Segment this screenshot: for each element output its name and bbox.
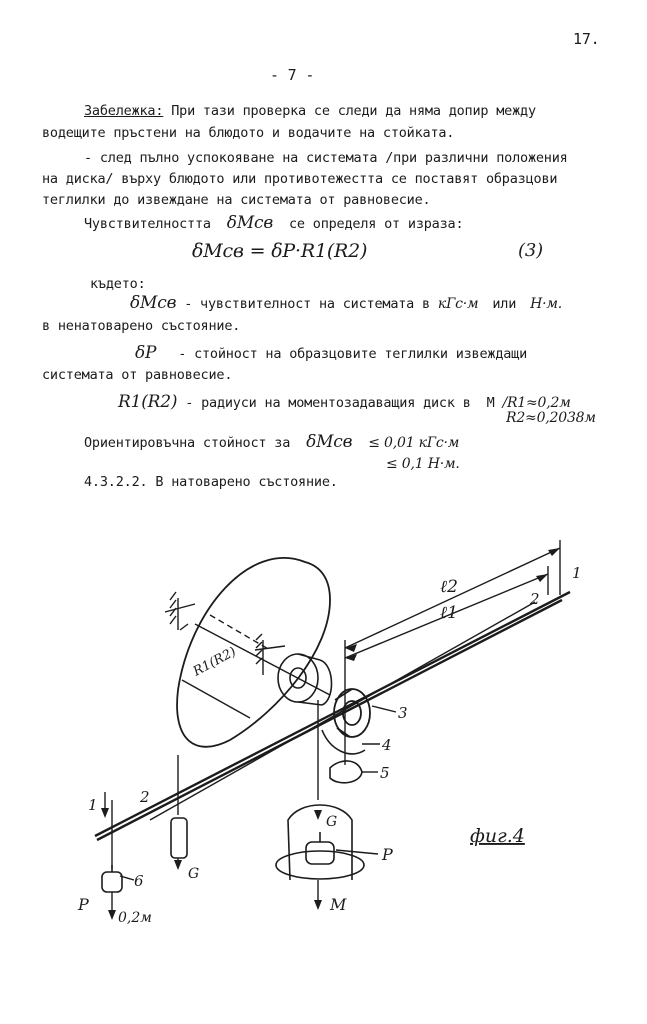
definition-3-symbol: R1(R2) — [118, 392, 178, 412]
label-4: 4 — [381, 736, 392, 754]
definition-2: δP - стойност на образцовите теглилки из… — [135, 343, 527, 363]
label-02m: 0,2м — [118, 910, 152, 926]
weight-g-left — [170, 817, 188, 859]
label-l2: ℓ2 — [440, 577, 458, 597]
definition-2-text: - стойност на образцовите теглилки извеж… — [178, 346, 528, 362]
definition-1-unit-1: кГс·м — [437, 296, 479, 312]
sensitivity-symbol: δMсв — [226, 213, 274, 233]
label-3: 3 — [398, 704, 408, 722]
paragraph-1-line-1: - след пълно успокояване на системата /п… — [84, 150, 568, 166]
paragraph-1-line-2: на диска/ върху блюдото или противотежес… — [42, 171, 558, 187]
disk-diameter-dashed — [209, 614, 271, 651]
label-p-right: P — [381, 845, 393, 864]
label-g-center: G — [326, 814, 337, 830]
dim-l1 — [344, 573, 549, 659]
figure-caption: фиг.4 — [470, 825, 525, 847]
paragraph-1-line-3: теглилки до извеждане на системата от ра… — [42, 192, 431, 208]
weight-pan — [275, 804, 365, 881]
label-radius: R1(R2) — [190, 645, 239, 680]
formula: δMсв = δP·R1(R2) — [192, 240, 368, 262]
part-5 — [329, 760, 363, 784]
label-p-left: P — [77, 895, 89, 914]
definition-1: δMсв - чувствителност на системата в кГс… — [130, 293, 562, 313]
page-number: 17. — [573, 30, 600, 48]
orientation-symbol: δMсв — [306, 432, 353, 452]
note-text-1: При тази проверка се следи да няма допир… — [171, 103, 536, 119]
definition-1-line-2: в ненатоварено състояние. — [42, 318, 241, 334]
sensitivity-text-2: се определя от израза: — [288, 216, 464, 232]
orientation-value-1: ≤ 0,01 кГс·м — [368, 435, 460, 451]
label-2-top: 2 — [529, 590, 540, 608]
definition-2-symbol: δP — [135, 343, 157, 363]
orientation-line: Ориентировъчна стойност за δMсв ≤ 0,01 к… — [84, 432, 459, 452]
definition-3: R1(R2) - радиуси на моментозадаващия дис… — [118, 392, 571, 412]
disk-ellipse — [176, 557, 331, 748]
figure-4-diagram: ℓ2 ℓ1 1 2 3 4 5 6 1 2 R1(R2) G G P P M 0… — [77, 540, 582, 926]
note-line-2: водещите пръстени на блюдото и водачите … — [42, 125, 455, 141]
where-label: където: — [90, 276, 146, 292]
left-support — [164, 591, 196, 631]
orientation-value-2: ≤ 0,1 Н·м. — [386, 456, 460, 472]
beam-cross — [149, 601, 536, 821]
sensitivity-line: Чувствителността δMсв се определя от изр… — [84, 213, 464, 233]
part-4 — [321, 729, 366, 755]
section-number: - 7 - — [270, 66, 315, 84]
definition-3-text: - радиуси на моментозадаващия диск в — [185, 395, 471, 411]
sensitivity-text: Чувствителността — [84, 216, 211, 232]
note-label: Забележка: — [84, 103, 164, 119]
label-l1: ℓ1 — [440, 603, 458, 623]
orientation-text: Ориентировъчна стойност за — [84, 435, 291, 451]
right-support — [254, 633, 286, 675]
dim-l2 — [344, 547, 561, 649]
beam-lower — [96, 598, 563, 842]
label-6: 6 — [134, 872, 144, 890]
definition-1-text: - чувствителност на системата в — [184, 296, 430, 312]
definition-3-value-1: /R1≈0,2м — [502, 395, 571, 411]
label-5: 5 — [380, 764, 390, 782]
note-line-1: Забележка: При тази проверка се следи да… — [84, 103, 536, 119]
definition-1-symbol: δMсв — [130, 293, 177, 313]
label-1-top: 1 — [572, 564, 582, 582]
subsection-heading: 4.3.2.2. В натоварено състояние. — [84, 474, 338, 490]
formula-number: (3) — [518, 240, 543, 261]
label-2-left: 2 — [139, 788, 150, 806]
label-1-left: 1 — [88, 796, 98, 814]
label-g-left: G — [188, 866, 199, 882]
definition-2-line-2: системата от равновесие. — [42, 367, 233, 383]
axle-line — [194, 623, 331, 696]
hub-cylinder — [277, 653, 333, 706]
definition-1-or: или — [492, 296, 517, 312]
weight-6 — [101, 865, 123, 893]
definition-3-unit: М — [486, 395, 495, 411]
definition-1-unit-2: Н·м. — [530, 296, 563, 312]
label-m-bottom: M — [329, 895, 347, 914]
definition-3-value-2: R2≈0,2038м — [506, 410, 596, 426]
disk-diameter — [181, 679, 251, 719]
beam-upper — [94, 590, 571, 838]
